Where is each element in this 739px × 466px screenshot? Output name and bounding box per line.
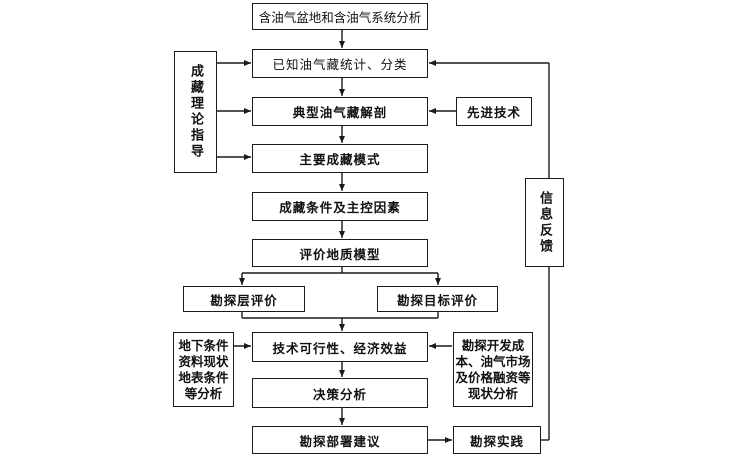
box-target-evaluation: 勘探目标评价 — [377, 286, 498, 312]
box-feasibility-economics: 技术可行性、经济效益 — [252, 332, 428, 362]
box-typical-dissection: 典型油气藏解剖 — [252, 97, 428, 126]
box-theory-guidance: 成藏理论指导 — [174, 51, 217, 173]
box-info-feedback: 信息反馈 — [525, 178, 564, 267]
box-layer-evaluation: 勘探层评价 — [183, 286, 305, 312]
box-cost-market-analysis: 勘探开发成 本、油气市场 及价格融资等 现状分析 — [453, 332, 533, 407]
box-main-modes: 主要成藏模式 — [252, 144, 428, 173]
box-conditions-factors: 成藏条件及主控因素 — [252, 192, 428, 221]
box-geological-model: 评价地质模型 — [252, 239, 428, 267]
box-basin-analysis: 含油气盆地和含油气系统分析 — [252, 3, 428, 30]
box-decision-analysis: 决策分析 — [252, 378, 428, 408]
box-known-reservoirs: 已知油气藏统计、分类 — [252, 49, 428, 78]
box-advanced-tech: 先进技术 — [456, 97, 532, 126]
box-exploration-practice: 勘探实践 — [453, 426, 541, 454]
box-underground-analysis: 地下条件 资料现状 地表条件 等分析 — [173, 332, 234, 407]
box-deployment-suggestion: 勘探部署建议 — [252, 426, 428, 454]
